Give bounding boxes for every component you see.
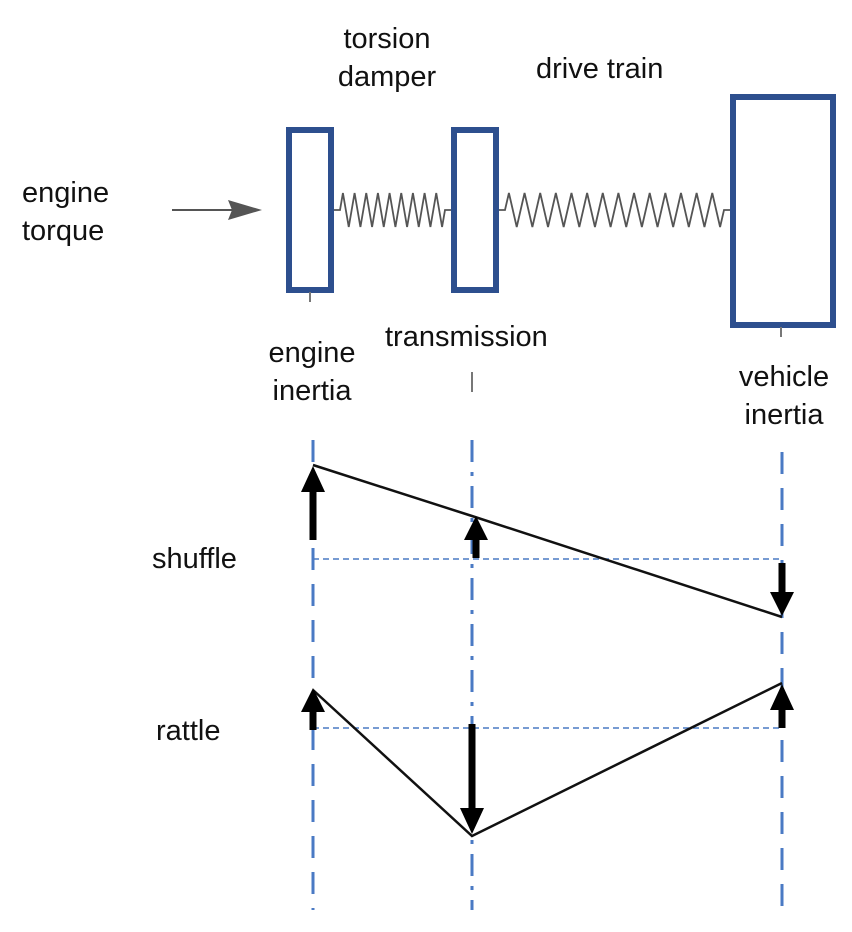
torsion-damper-spring	[334, 192, 451, 228]
engine-torque-label-line2: torque	[22, 215, 105, 247]
torsion-damper-label-line2: damper	[337, 61, 437, 93]
engine-inertia-label-line1: engine	[268, 337, 356, 369]
transmission-label: transmission	[385, 321, 548, 353]
engine-torque-label-line1: engine	[22, 177, 110, 209]
rattle-mode-line	[312, 681, 783, 838]
vehicle-inertia-label-line2: inertia	[744, 399, 824, 431]
torsion-damper-label-line1: torsion	[343, 23, 431, 55]
engine-torque-arrow	[172, 200, 262, 220]
vehicle-inertia-label: vehicle inertia	[722, 358, 846, 434]
torsion-damper-label: torsion damper	[322, 20, 452, 96]
rattle-label: rattle	[156, 715, 221, 747]
shuffle-engine-arrow	[301, 466, 325, 540]
rattle-transmission-arrow	[460, 724, 484, 834]
drive-train-label: drive train	[536, 53, 664, 85]
engine-inertia-label-line2: inertia	[272, 375, 352, 407]
rattle-engine-arrow	[301, 688, 325, 730]
engine-inertia-label: engine inertia	[250, 334, 374, 410]
vehicle-inertia-box	[730, 94, 836, 328]
drive-train-spring	[499, 192, 730, 228]
shuffle-transmission-arrow	[464, 516, 488, 558]
rattle-vehicle-arrow	[770, 684, 794, 728]
engine-torque-label: engine torque	[22, 174, 109, 250]
transmission-box	[451, 127, 499, 293]
engine-inertia-box	[286, 127, 334, 293]
shuffle-mode-line	[312, 463, 783, 619]
shuffle-vehicle-arrow	[770, 563, 794, 616]
shuffle-label: shuffle	[152, 543, 237, 575]
vehicle-inertia-label-line1: vehicle	[738, 361, 830, 393]
